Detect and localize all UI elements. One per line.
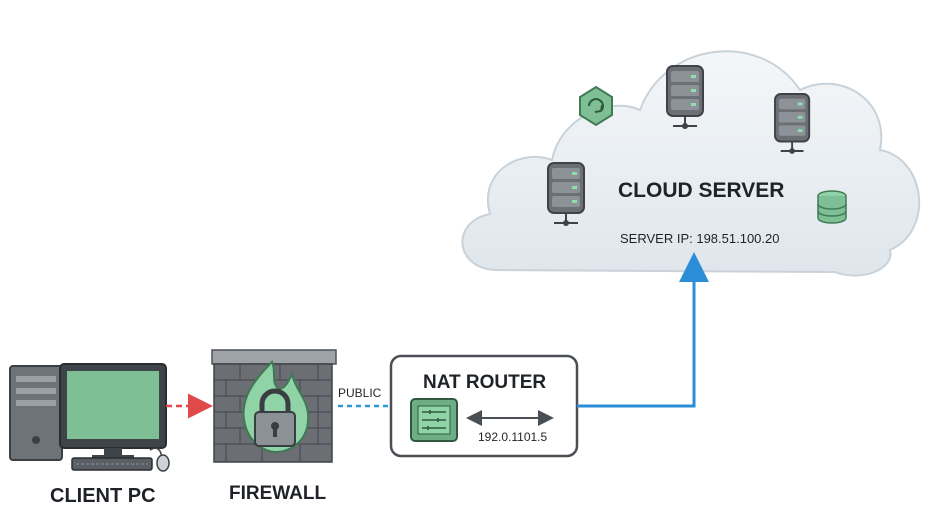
router-cloud-uplink (577, 252, 709, 408)
monitor-icon (59, 363, 167, 459)
database-icon (817, 190, 847, 224)
pc-tower-icon (9, 365, 63, 461)
public-link-label: PUBLIC (338, 386, 382, 400)
hexagon-sync-icon (579, 85, 613, 127)
router-title: NAT ROUTER (423, 372, 546, 393)
cloud-title: CLOUD SERVER (618, 179, 784, 202)
firewall-label: FIREWALL (229, 483, 326, 504)
firewall (211, 349, 337, 463)
client-pc (9, 363, 170, 472)
mouse-icon (149, 447, 170, 472)
keyboard-icon (71, 457, 153, 471)
padlock-icon (254, 388, 296, 447)
router-switch-icon (410, 398, 458, 442)
server-ip-label: SERVER IP: 198.51.100.20 (620, 231, 779, 246)
router-ip-label: 192.0.1101.5 (478, 430, 548, 444)
client-label: CLIENT PC (50, 485, 156, 507)
